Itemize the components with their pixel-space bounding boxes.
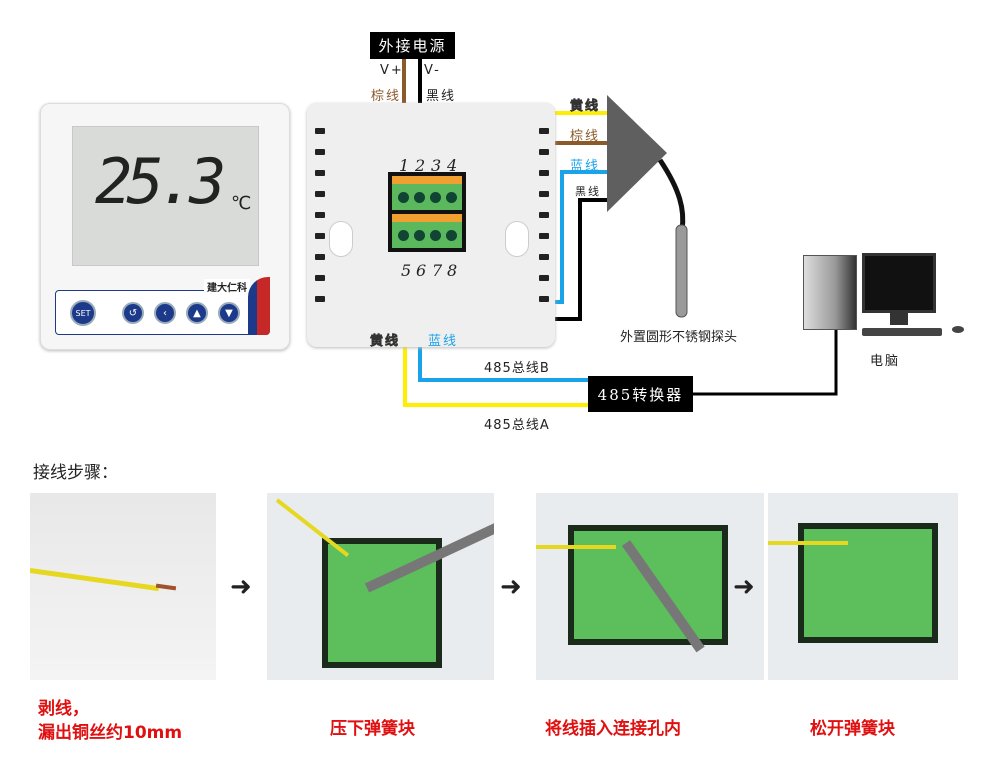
bus-a-label: 485总线A (484, 418, 550, 433)
lcd-display: 25.3 ℃ (72, 126, 259, 266)
steps-title: 接线步骤： (33, 463, 118, 483)
terminal-7: 7 (432, 261, 443, 280)
temperature-unit: ℃ (231, 193, 252, 214)
left-vents (315, 128, 325, 302)
probe-cable (657, 158, 686, 231)
external-power-box: 外接电源 (370, 32, 455, 59)
step-arrow-3: ➜ (733, 572, 755, 602)
step-4-photo (768, 493, 958, 680)
bus-blue-label: 蓝线 (428, 334, 459, 349)
step-2-caption: 压下弹簧块 (330, 719, 415, 739)
terminal-3: 3 (431, 156, 442, 175)
bus-b-label: 485总线B (484, 361, 550, 376)
probe-black-label: 黑线 (575, 185, 601, 198)
step-1-caption-line2: 漏出铜丝约10mm (38, 723, 183, 743)
monitor-stand (890, 313, 908, 325)
yellow-wire (536, 545, 616, 549)
black-wire-label: 黑线 (426, 89, 457, 104)
right-vents (539, 128, 549, 302)
probe-yellow-label: 黄线 (570, 99, 601, 115)
probe-tube (675, 224, 688, 318)
step-arrow-2: ➜ (500, 572, 522, 602)
copper-strands (155, 583, 177, 591)
terminal-block-photo (568, 525, 728, 645)
button-panel: 建大仁科 SET ↺ ‹ ▲ ▼ (55, 277, 270, 335)
temperature-reading: 25.3 (95, 145, 226, 218)
probe-brown-label: 棕线 (570, 129, 601, 144)
down-button[interactable]: ▼ (218, 302, 240, 324)
mouse (952, 326, 964, 333)
terminal-5: 5 (401, 261, 412, 280)
up-button[interactable]: ▲ (186, 302, 208, 324)
terminal-2: 2 (415, 156, 426, 175)
step-3-photo (536, 493, 764, 680)
step-4-caption: 松开弹簧块 (810, 719, 895, 739)
yellow-wire (768, 541, 848, 545)
brand-logo: 建大仁科 (204, 279, 250, 294)
step-arrow-1: ➜ (230, 572, 252, 602)
set-button[interactable]: SET (70, 300, 96, 326)
vminus-label: V- (424, 63, 441, 78)
bus-yellow-label: 黄线 (370, 334, 401, 350)
terminal-8: 8 (447, 261, 458, 280)
terminal-4: 4 (447, 156, 458, 175)
probe-blue-label: 蓝线 (570, 159, 601, 174)
stripped-wire (30, 568, 160, 592)
step-3-caption: 将线插入连接孔内 (545, 719, 681, 739)
wire-converter-pc (693, 330, 838, 396)
terminal-block (388, 172, 466, 252)
computer-label: 电脑 (870, 354, 901, 369)
terminal-row-bottom (392, 214, 462, 248)
computer-monitor (862, 253, 936, 313)
wall-base-plate (307, 103, 555, 347)
brown-wire-label: 棕线 (371, 89, 402, 104)
probe-connector-arrow (607, 95, 667, 212)
mount-hole-left (329, 221, 353, 257)
step-1-caption-line1: 剥线， (38, 699, 89, 719)
probe-label: 外置圆形不锈钢探头 (620, 330, 738, 345)
wave-decoration (248, 277, 270, 335)
computer-tower (803, 255, 857, 330)
terminal-row-top (392, 176, 462, 210)
back-button[interactable]: ↺ (122, 302, 144, 324)
yellow-wire (275, 498, 350, 557)
probe-graphic (607, 95, 688, 318)
terminal-6: 6 (416, 261, 427, 280)
step-1-photo (30, 493, 216, 680)
rs485-converter: 485转换器 (588, 376, 693, 412)
step-2-photo (267, 493, 494, 680)
thermostat-device: 25.3 ℃ 建大仁科 SET ↺ ‹ ▲ ▼ (40, 103, 290, 350)
left-button[interactable]: ‹ (154, 302, 176, 324)
terminal-1: 1 (399, 156, 410, 175)
vplus-label: V+ (380, 63, 404, 78)
mount-hole-right (505, 221, 529, 257)
keyboard (862, 328, 942, 336)
